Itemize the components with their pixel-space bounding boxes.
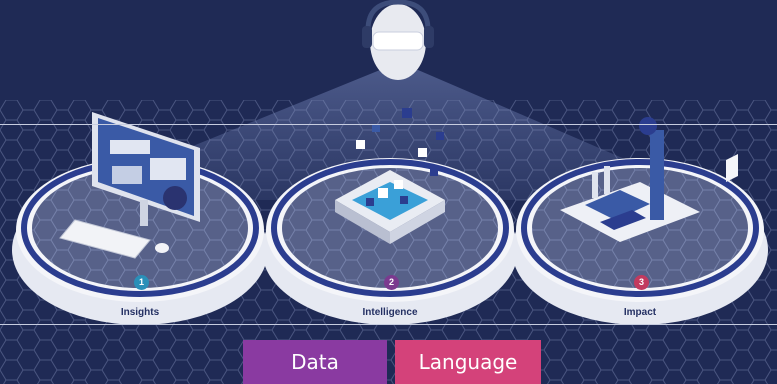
factory-icon (560, 117, 700, 242)
stage-badge-2: 2 (384, 275, 399, 290)
stage-badge-1: 1 (134, 275, 149, 290)
language-tag: Language (395, 340, 541, 384)
horizontal-rule-top (0, 124, 777, 125)
stage-label-insights: Insights (120, 307, 160, 318)
chip-icon (335, 108, 445, 244)
head-icon (362, 0, 434, 80)
stage-label-intelligence: Intelligence (362, 307, 418, 318)
horizontal-rule-bottom (0, 324, 777, 325)
stage-label-impact: Impact (623, 307, 657, 318)
stage-badge-3: 3 (634, 275, 649, 290)
data-tag: Data (243, 340, 387, 384)
computer-icon (59, 112, 200, 259)
